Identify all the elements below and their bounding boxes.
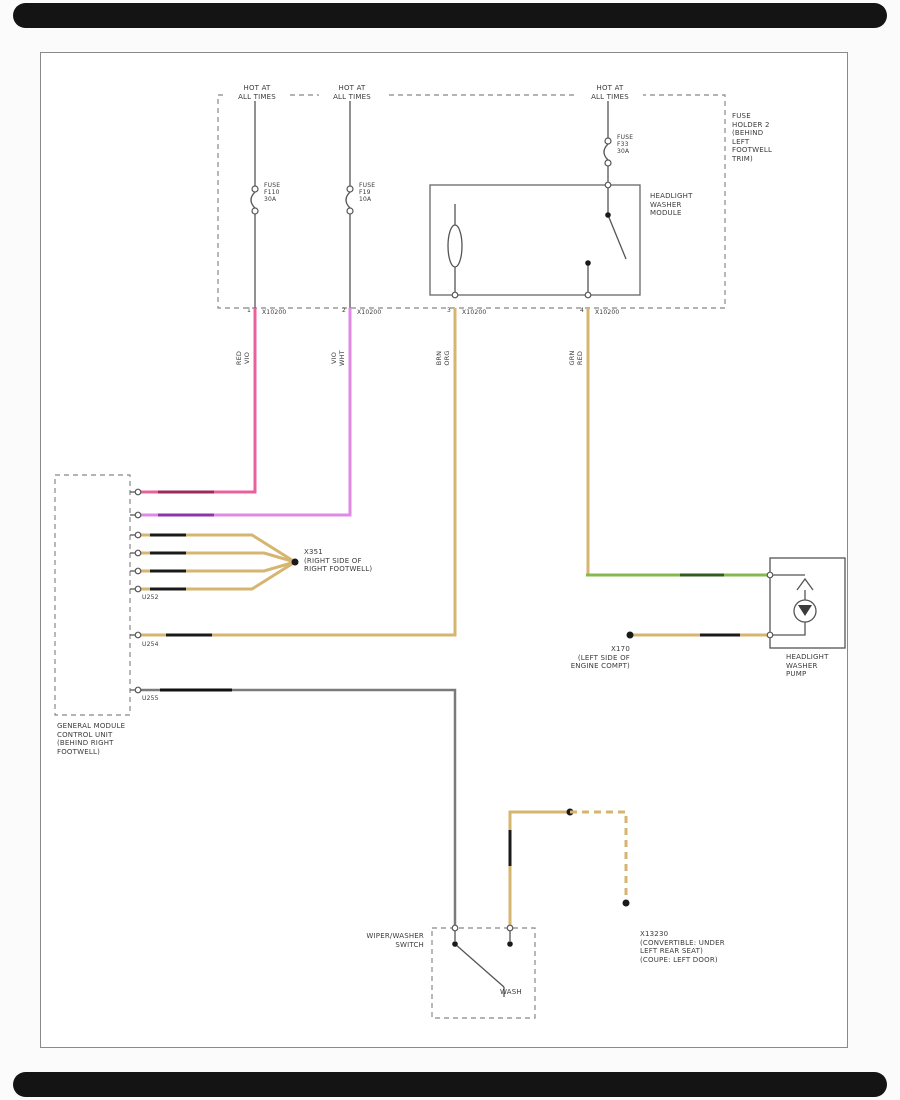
fuse-3-element (603, 143, 609, 161)
general-module-boundary (54, 474, 131, 716)
splice-x351-wires (138, 533, 296, 591)
switch-contact-a (452, 941, 458, 947)
wire-color-red-vio: RED VIO (235, 350, 251, 366)
wire-color-brn-org: BRN ORG (435, 350, 451, 366)
splice-x351-label: X351 (RIGHT SIDE OF RIGHT FOOTWELL) (304, 548, 373, 573)
module-pins (451, 181, 612, 299)
fuse-terminals (251, 137, 612, 215)
general-module-pins (130, 488, 142, 694)
pump-pins (766, 571, 774, 639)
wire-switch-wash (508, 810, 570, 928)
splice-x351-bands (150, 533, 186, 591)
splice-x170-label: X170 (LEFT SIDE OF ENGINE COMPT) (570, 645, 630, 670)
relay-coil (447, 224, 463, 268)
connector-2-name: X10200 (357, 309, 382, 316)
fuse-circuit-lines (250, 95, 609, 308)
gm-pin-label-1: U252 (142, 594, 159, 601)
switch-label: WIPER/WASHER SWITCH (366, 932, 424, 949)
relay-internals (447, 185, 627, 295)
gm-pin-label-3: U255 (142, 695, 159, 702)
connector-x13230-label: X13230 (CONVERTIBLE: UNDER LEFT REAR SEA… (640, 930, 725, 964)
wire-option-dashed (570, 810, 628, 898)
fuse-holder-boundary (217, 94, 726, 309)
wire-brn-org (138, 308, 457, 637)
connector-dot-x13230 (622, 899, 630, 907)
connector-4-pin: 4 (579, 307, 584, 314)
connector-3-name: X10200 (462, 309, 487, 316)
general-module-label: GENERAL MODULE CONTROL UNIT (BEHIND RIGH… (57, 722, 126, 756)
hot-label-1: HOT AT ALL TIMES (224, 84, 290, 101)
wire-switch-feed (138, 688, 457, 928)
switch-arm (454, 943, 505, 988)
bottom-bar (13, 1072, 887, 1097)
hot-label-3: HOT AT ALL TIMES (577, 84, 643, 101)
connector-1-name: X10200 (262, 309, 287, 316)
relay-contact-dot-a (605, 212, 611, 218)
switch-internals (454, 928, 511, 997)
pump-label: HEADLIGHT WASHER PUMP (786, 653, 829, 678)
fuse-1-label: FUSE F110 30A (264, 182, 281, 203)
fuse-2-element (345, 191, 351, 209)
wire-color-grn-red: GRN RED (568, 350, 584, 366)
wire-color-vio-wht: VIO WHT (330, 350, 346, 366)
switch-position-label: WASH (500, 988, 522, 996)
splice-dot-x170 (626, 631, 634, 639)
headlight-washer-module-box (429, 184, 641, 296)
relay-contact-arm (607, 214, 627, 260)
fuse-2-label: FUSE F19 10A (359, 182, 376, 203)
switch-contact-b (507, 941, 513, 947)
fuse-holder-label: FUSE HOLDER 2 (BEHIND LEFT FOOTWELL TRIM… (732, 112, 773, 163)
connector-1-pin: 1 (246, 307, 251, 314)
gm-pin-label-2: U254 (142, 641, 159, 648)
connector-4-name: X10200 (595, 309, 620, 316)
top-bar (13, 3, 887, 28)
pump-impeller-icon (798, 605, 812, 616)
relay-contact-dot-b (585, 260, 591, 266)
connector-3-pin: 3 (446, 307, 451, 314)
hot-label-2: HOT AT ALL TIMES (319, 84, 385, 101)
wiper-washer-switch-boundary (431, 927, 536, 1019)
splice-dot-x351 (291, 558, 299, 566)
connector-2-pin: 2 (341, 307, 346, 314)
pump-nozzle-icon (796, 577, 814, 591)
switch-pins (451, 924, 514, 932)
fuse-1-element (250, 191, 256, 209)
washer-module-label: HEADLIGHT WASHER MODULE (650, 192, 693, 217)
fuse-3-label: FUSE F33 30A (617, 134, 634, 155)
